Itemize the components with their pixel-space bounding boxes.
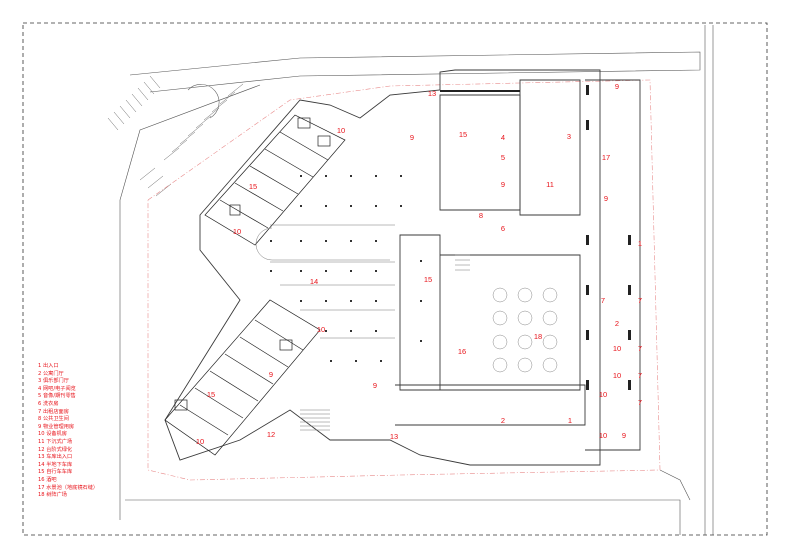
- site-roads: [119, 25, 714, 535]
- column-grid: [270, 175, 422, 362]
- legend-item: 15 自行车车库: [38, 469, 73, 476]
- room-label-l-9-right: 9: [604, 194, 608, 203]
- room-label-l-7-d: 7: [638, 371, 642, 380]
- room-label-l-10-r3: 10: [599, 390, 607, 399]
- legend-item: 5 音像/期刊零售: [38, 393, 76, 400]
- property-boundary: [147, 79, 661, 481]
- legend-item: 14 半地下车库: [38, 461, 73, 468]
- room-label-l-13-bottom: 13: [390, 432, 398, 441]
- room-label-l-10-sw: 10: [196, 437, 204, 446]
- room-label-l-10-r4: 10: [599, 431, 607, 440]
- room-label-l-9-corner: 9: [622, 431, 626, 440]
- drawing-frame: [22, 22, 768, 536]
- sw-wing-rooms: [164, 299, 321, 456]
- tree-plaza: [492, 287, 558, 373]
- legend-item: 2 公寓门厅: [38, 370, 64, 377]
- room-label-l-7-a: 7: [601, 296, 605, 305]
- room-label-l-9-topright: 9: [615, 82, 619, 91]
- room-label-l-15-sw: 15: [207, 390, 215, 399]
- room-label-l-5: 5: [501, 153, 505, 162]
- room-label-l-10-nw: 10: [337, 126, 345, 135]
- room-label-l-9-mid: 9: [501, 180, 505, 189]
- legend-item: 16 酒吧: [38, 476, 57, 483]
- room-label-l-13-top: 13: [428, 89, 436, 98]
- room-label-l-10-r2: 10: [613, 371, 621, 380]
- legend-item: 10 设备机房: [38, 431, 67, 438]
- room-label-l-15-center: 15: [424, 275, 432, 284]
- legend-item: 1 出入口: [38, 363, 59, 369]
- room-label-l-8: 8: [479, 211, 483, 220]
- room-label-l-9-entry: 9: [410, 133, 414, 142]
- room-label-l-10-w: 10: [233, 227, 241, 236]
- room-label-l-7-e: 7: [638, 398, 642, 407]
- room-label-l-6: 6: [501, 224, 505, 233]
- room-label-l-12: 12: [267, 430, 275, 439]
- legend-item: 6 洗衣房: [38, 400, 59, 407]
- room-label-l-7-c: 7: [638, 344, 642, 353]
- room-label-l-9-sw: 9: [269, 370, 273, 379]
- room-label-l-14: 14: [310, 277, 318, 286]
- room-label-l-18: 18: [534, 332, 542, 341]
- stepped-greenery: [300, 254, 470, 431]
- room-label-l-10-r1: 10: [613, 344, 621, 353]
- room-label-l-17: 17: [602, 153, 610, 162]
- nw-wing-rooms: [204, 114, 346, 246]
- legend-item: 12 台阶式绿化: [38, 446, 73, 453]
- legend-item: 9 物业管理用房: [38, 423, 75, 430]
- parking-stalls: [107, 75, 244, 197]
- room-label-l-11: 11: [546, 180, 554, 189]
- room-label-l-15-nw: 15: [249, 182, 257, 191]
- room-label-l-1-right: 1: [638, 239, 642, 248]
- legend-item: 17 水景池（地底镜石缝）: [38, 484, 99, 491]
- room-label-l-15-top: 15: [459, 130, 467, 139]
- east-retail: [440, 85, 631, 390]
- room-label-l-2-right: 2: [615, 319, 619, 328]
- legend-item: 7 出租店面房: [38, 408, 69, 415]
- legend-item: 11 下沉式广场: [38, 438, 73, 445]
- garage-bays: [255, 224, 395, 339]
- room-label-l-16: 16: [458, 347, 466, 356]
- legend-item: 4 网吧/电子阅览: [38, 385, 76, 392]
- legend-item: 18 树阵广场: [38, 492, 67, 499]
- legend-item: 3 俱乐部门厅: [38, 378, 69, 385]
- building-outline: [164, 69, 641, 466]
- room-label-l-10-sw-top: 10: [317, 325, 325, 334]
- legend-item: 13 车库出入口: [38, 454, 73, 461]
- room-label-l-3: 3: [567, 132, 571, 141]
- roundabout: [187, 84, 220, 119]
- room-label-l-2-bottom: 2: [501, 416, 505, 425]
- room-label-l-7-b: 7: [638, 296, 642, 305]
- room-label-l-4: 4: [501, 133, 505, 142]
- room-label-l-1-bottom: 1: [568, 416, 572, 425]
- room-label-l-9-bottom: 9: [373, 381, 377, 390]
- legend-item: 8 公共卫生间: [38, 416, 69, 423]
